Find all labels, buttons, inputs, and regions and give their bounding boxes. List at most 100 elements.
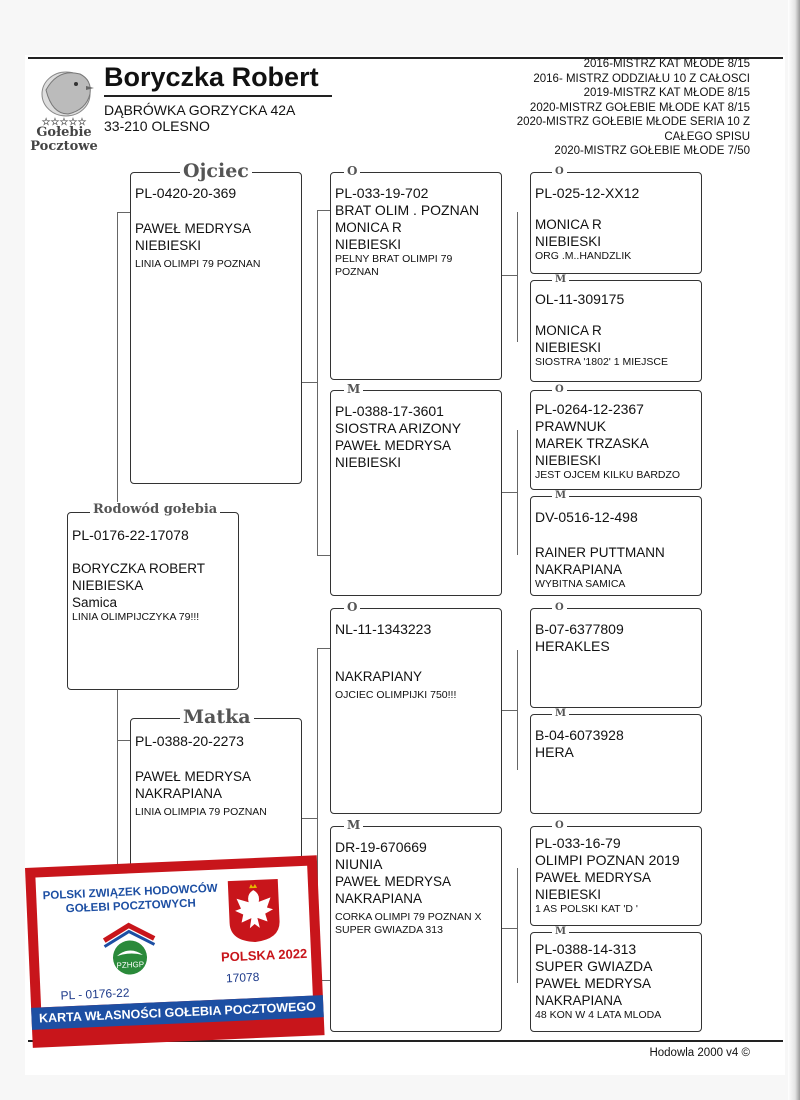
gen2-line: NAKRAPIANA [335, 891, 423, 906]
subject-ring: PL-0176-22-17078 [72, 527, 189, 543]
card-ring-number: 17078 [225, 969, 260, 986]
connector [117, 740, 130, 741]
pigeon-logo-icon [41, 71, 94, 117]
connector [117, 212, 130, 213]
gen3-tag: M [552, 274, 570, 285]
subject-sex: Samica [72, 595, 118, 610]
gen3-tag: O [552, 602, 567, 613]
page-edge-shadow [788, 0, 800, 1100]
gen3-ring: PL-025-12-XX12 [535, 185, 640, 201]
father-tag: Ojciec [180, 160, 252, 182]
father-note: LINIA OLIMPI 79 POZNAN [135, 258, 261, 270]
gen3-line: NAKRAPIANA [535, 993, 623, 1008]
card-ring-prefix: PL - 0176-22 [60, 985, 130, 1003]
subject-breeder: BORYCZKA ROBERT [72, 561, 206, 576]
gen3-box: DV-0516-12-498 RAINER PUTTMANN NAKRAPIAN… [530, 496, 702, 596]
gen2-note: CORKA OLIMPI 79 POZNAN X [335, 911, 482, 923]
gen3-line: HERA [535, 744, 574, 760]
subject-box: PL-0176-22-17078 BORYCZKA ROBERT NIEBIES… [67, 512, 239, 690]
bottom-rule [28, 1040, 783, 1042]
gen2-line: PAWEŁ MEDRYSA [335, 874, 452, 889]
address-line-1: DĄBRÓWKA GORZYCKA 42A [104, 102, 296, 118]
connector [502, 710, 517, 711]
stars-icon: ☆☆☆☆☆ [41, 117, 87, 128]
gen3-box: B-04-6073928 HERA [530, 714, 702, 814]
footer-text: Hodowla 2000 v4 © [649, 1047, 750, 1059]
gen3-box: B-07-6377809 HERAKLES [530, 608, 702, 708]
gen2-tag: O [344, 164, 361, 178]
gen3-note: 1 AS POLSKI KAT 'D ' [535, 903, 638, 915]
connector [317, 980, 330, 981]
achievement-item: 2019-MISTRZ KAT MŁODE 8/15 [583, 87, 750, 99]
gen2-note: POZNAN [335, 266, 379, 278]
address-line-2: 33-210 OLESNO [104, 118, 210, 134]
gen3-box: OL-11-309175 MONICA R NIEBIESKI SIOSTRA … [530, 280, 702, 382]
gen2-ring: NL-11-1343223 [335, 621, 432, 637]
achievement-item: 2020-MISTRZ GOŁEBIE MŁODE SERIA 10 Z [516, 116, 750, 128]
gen3-line: NIEBIESKI [535, 887, 602, 902]
gen3-line: MONICA R [535, 217, 602, 232]
mother-color: NAKRAPIANA [135, 786, 223, 801]
granddam-maternal-box: DR-19-670669 NIUNIA PAWEŁ MEDRYSA NAKRAP… [330, 826, 502, 1032]
logo-text-2: Pocztowe [30, 139, 98, 154]
connector [517, 430, 518, 555]
ownership-card: POLSKI ZWIĄZEK HODOWCÓW GOŁEBI POCZTOWYC… [25, 855, 325, 1048]
gen3-line: PAWEŁ MEDRYSA [535, 976, 652, 991]
gen3-line: HERAKLES [535, 638, 610, 654]
connector [317, 648, 318, 980]
grandsire-maternal-box: NL-11-1343223 NAKRAPIANY OJCIEC OLIMPIJK… [330, 608, 502, 814]
connector [317, 648, 330, 649]
gen3-tag: O [552, 166, 567, 177]
connector [317, 210, 318, 555]
connector [317, 555, 330, 556]
gen3-line: NIEBIESKI [535, 340, 602, 355]
gen2-line: SIOSTRA ARIZONY [335, 420, 462, 436]
gen2-line: MONICA R [335, 220, 402, 235]
gen2-tag: M [344, 382, 364, 396]
granddam-paternal-box: PL-0388-17-3601 SIOSTRA ARIZONY PAWEŁ ME… [330, 390, 502, 596]
grandsire-paternal-box: PL-033-19-702 BRAT OLIM . POZNAN MONICA … [330, 172, 502, 380]
gen3-tag: M [552, 926, 570, 937]
subject-color: NIEBIESKA [72, 578, 144, 593]
gen3-box: PL-0388-14-313 SUPER GWIAZDA PAWEŁ MEDRY… [530, 932, 702, 1032]
connector [117, 690, 118, 890]
gen2-ring: PL-0388-17-3601 [335, 403, 444, 419]
mother-tag: Matka [180, 706, 254, 728]
connector [502, 492, 517, 493]
gen3-line: PAWEŁ MEDRYSA [535, 870, 652, 885]
mother-note: LINIA OLIMPIA 79 POZNAN [135, 806, 267, 818]
gen3-line: MAREK TRZASKA [535, 436, 649, 451]
gen3-line: MONICA R [535, 323, 602, 338]
achievement-item: 2020-MISTRZ GOŁEBIE MŁODE KAT 8/15 [529, 101, 750, 114]
top-rule [28, 57, 783, 59]
gen2-note: SUPER GWIAZDA 313 [335, 924, 443, 936]
gen3-line: NAKRAPIANA [535, 562, 623, 577]
gen3-ring: PL-0264-12-2367 [535, 401, 644, 417]
connector [317, 210, 330, 211]
gen3-note: WYBITNA SAMICA [535, 578, 626, 590]
subject-note: LINIA OLIMPIJCZYKA 79!!! [72, 611, 200, 623]
pzhgp-badge-icon: PZHGP [102, 922, 156, 975]
achievement-item: 2016-MISTRZ KAT MŁODE 8/15 [583, 58, 750, 70]
logo-text-1: Gołebie [36, 125, 92, 140]
gen2-line: NAKRAPIANY [335, 669, 423, 684]
connector [502, 928, 517, 929]
gen2-line: PAWEŁ MEDRYSA [335, 438, 452, 453]
gen3-note: SIOSTRA '1802' 1 MIEJSCE [535, 356, 668, 368]
gen2-line: BRAT OLIM . POZNAN [335, 202, 480, 218]
achievement-item: CAŁEGO SPISU [664, 130, 750, 143]
achievements-list: 2016-MISTRZ KAT MŁODE 8/15 2016- MISTRZ … [517, 57, 750, 159]
gen2-tag: O [344, 600, 361, 614]
gen3-box: PL-025-12-XX12 MONICA R NIEBIESKI ORG .M… [530, 172, 702, 274]
gen3-line: OLIMPI POZNAN 2019 [535, 852, 680, 868]
subject-tag: Rodowód gołebia [90, 502, 221, 517]
gen3-tag: M [552, 708, 570, 719]
gen3-box: PL-033-16-79 OLIMPI POZNAN 2019 PAWEŁ ME… [530, 826, 702, 926]
badge-text: PZHGP [116, 960, 144, 970]
logo: ☆☆☆☆☆ Gołebie Pocztowe [28, 60, 100, 154]
connector [302, 382, 317, 383]
gen3-line: SUPER GWIAZDA [535, 958, 653, 974]
owner-name: Boryczka Robert [104, 62, 319, 92]
connector [517, 212, 518, 342]
gen2-note: OJCIEC OLIMPIJKI 750!!! [335, 689, 457, 701]
